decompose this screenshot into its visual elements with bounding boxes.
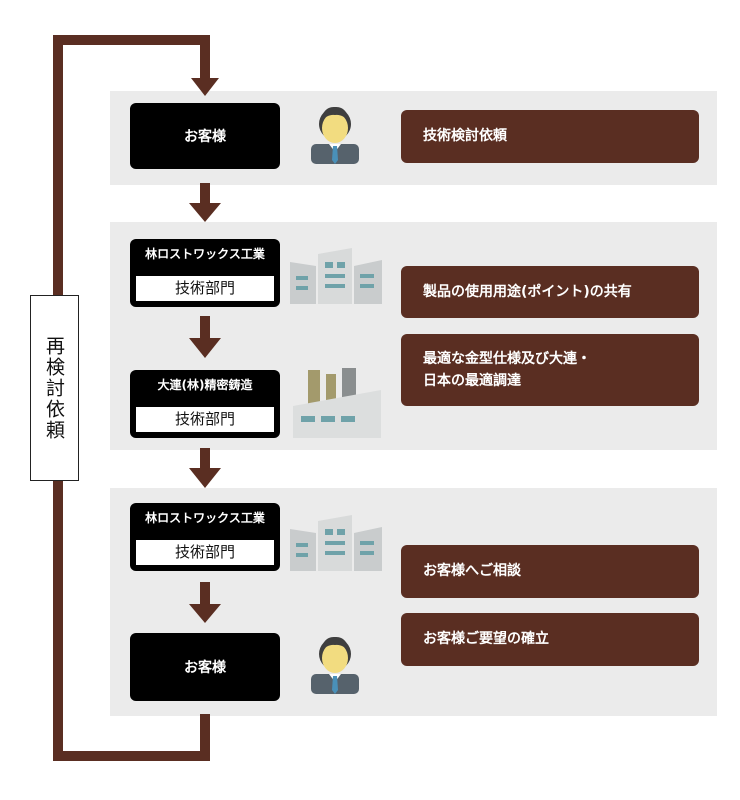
dalian-tech-box: 大連(林)精密鋳造 技術部門	[130, 370, 280, 438]
department-label: 技術部門	[136, 407, 274, 432]
loop-label: 再検討依頼	[43, 335, 65, 441]
customer-label: お客様	[184, 660, 226, 676]
flow-arrow-4	[189, 582, 221, 623]
action-share-usage: 製品の使用用途(ポイント)の共有	[401, 266, 699, 318]
hayashi-tech-box: 林ロストワックス工業 技術部門	[130, 503, 280, 571]
office-building-icon	[290, 248, 382, 304]
company-name: 林ロストワックス工業	[145, 247, 265, 261]
loop-label-box: 再検討依頼	[30, 295, 79, 481]
company-name: 大連(林)精密鋳造	[157, 378, 253, 392]
action-label: 技術検討依頼	[423, 128, 507, 145]
flow-arrow-1	[189, 183, 221, 222]
company-name: 林ロストワックス工業	[145, 511, 265, 525]
customer-box-bottom: お客様	[130, 633, 280, 701]
action-confirm: お客様ご要望の確立	[401, 613, 699, 666]
action-consult: お客様へご相談	[401, 545, 699, 598]
department-label: 技術部門	[136, 540, 274, 565]
action-label: お客様ご要望の確立	[423, 631, 549, 648]
person-icon	[311, 106, 359, 164]
action-label-line2: 日本の最適調達	[423, 373, 521, 389]
office-building-icon	[290, 515, 382, 571]
loop-arrow-head	[191, 78, 219, 96]
customer-label: お客様	[184, 129, 226, 145]
factory-icon	[293, 368, 381, 438]
department-label: 技術部門	[136, 276, 274, 301]
flow-arrow-2	[189, 316, 221, 358]
flow-arrow-3	[189, 448, 221, 488]
hayashi-tech-box: 林ロストワックス工業 技術部門	[130, 239, 280, 307]
action-optimal-procurement: 最適な金型仕様及び大連・ 日本の最適調達	[401, 334, 699, 406]
customer-box-top: お客様	[130, 103, 280, 169]
action-tech-request: 技術検討依頼	[401, 110, 699, 163]
action-label: お客様へご相談	[423, 563, 521, 580]
action-label-line1: 最適な金型仕様及び大連・	[423, 350, 591, 367]
person-icon	[311, 636, 359, 694]
action-label: 製品の使用用途(ポイント)の共有	[423, 283, 632, 300]
